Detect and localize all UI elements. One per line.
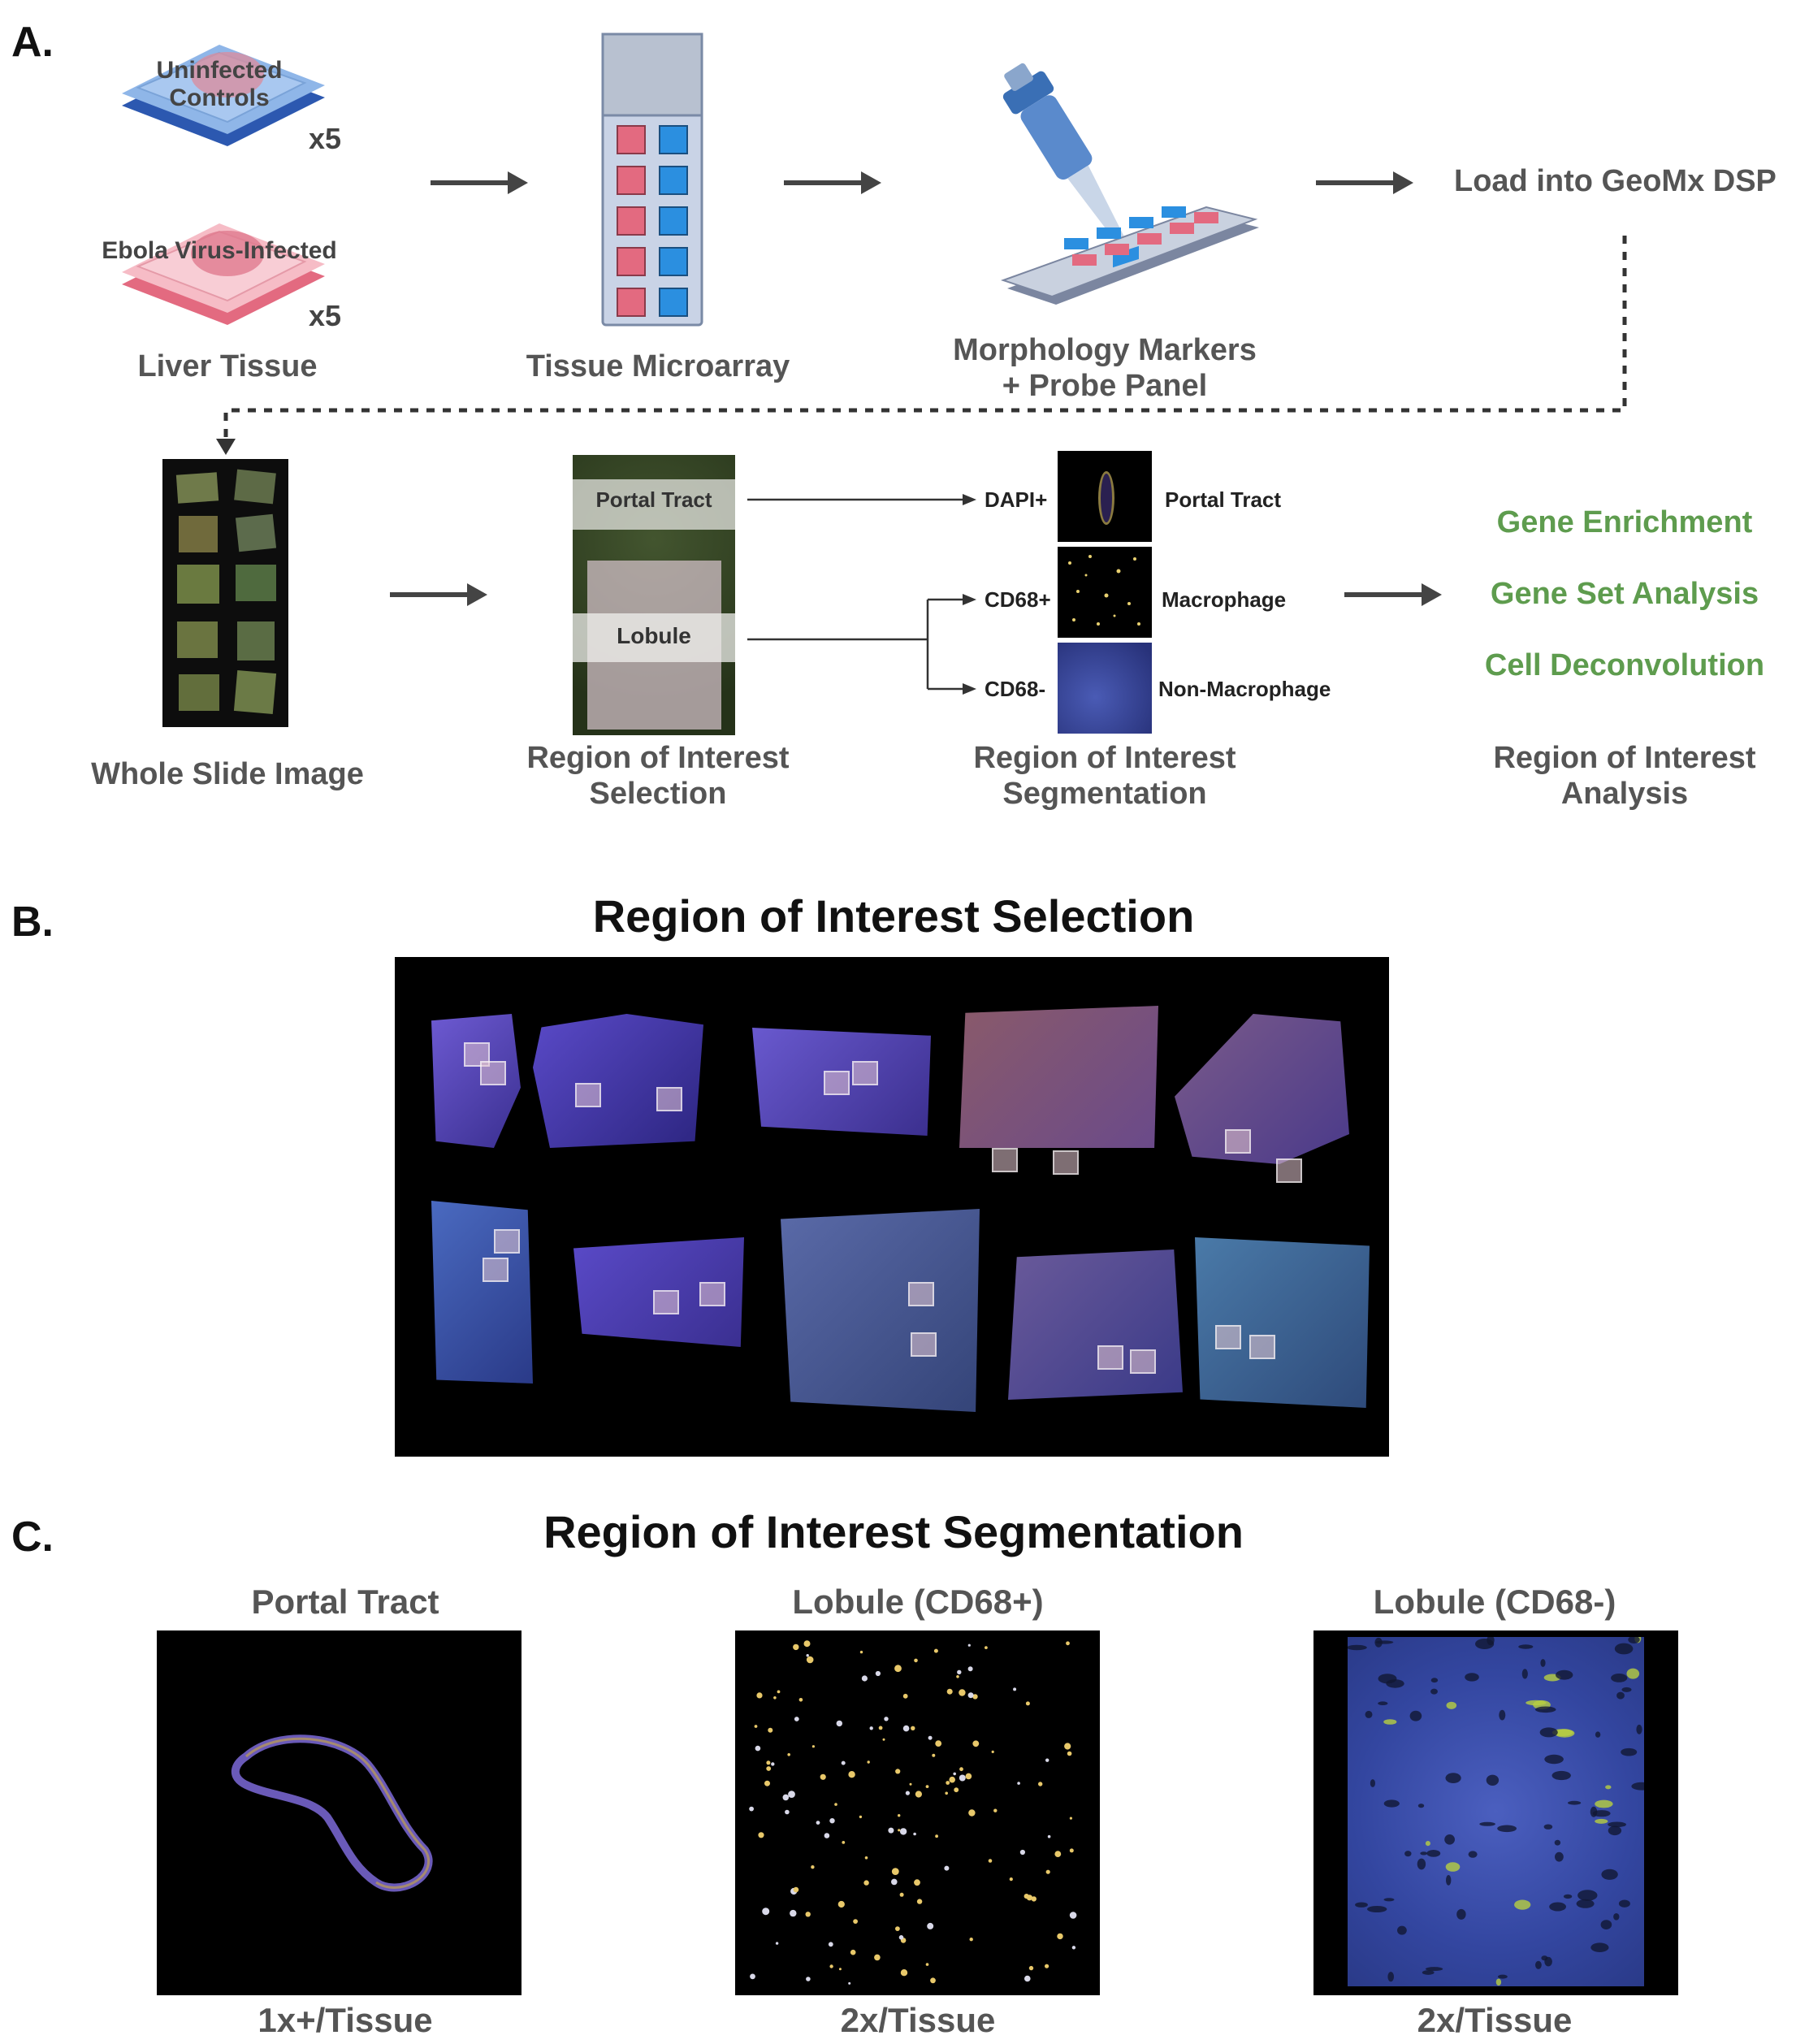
segmentation-connectors	[747, 494, 976, 695]
portal-tract-box-label: Portal Tract	[595, 487, 712, 512]
portal-tract-segmentation-image	[157, 1630, 521, 1995]
roi-selection-label: Region of Interest Selection	[487, 741, 829, 812]
seg-image-caption-portal: 1x+/Tissue	[257, 2001, 433, 2039]
seg-macrophage-label: Macrophage	[1162, 587, 1287, 612]
roi-box	[699, 1282, 725, 1306]
tissue-section	[1175, 1014, 1349, 1164]
seg-image-title-portal: Portal Tract	[251, 1583, 439, 1621]
roi-box	[1130, 1349, 1156, 1374]
roi-analysis-label: Region of Interest Analysis	[1454, 741, 1795, 812]
cd68neg-label: CD68-	[985, 677, 1046, 701]
cd68neg-thumbnail	[1058, 643, 1152, 734]
uninfected-label: Uninfected Controls	[156, 57, 283, 111]
tissue-section	[1195, 1237, 1370, 1408]
morphology-line2: + Probe Panel	[1002, 368, 1208, 403]
roi-box	[480, 1061, 506, 1085]
dotted-connector	[216, 236, 1627, 455]
roi-box	[494, 1229, 520, 1254]
arrow-right-icon	[390, 583, 487, 606]
seg-nonmacrophage-label: Non-Macrophage	[1158, 677, 1331, 701]
tissue-section	[533, 1014, 703, 1148]
panel-b-letter: B.	[11, 899, 54, 946]
cell-deconvolution-label: Cell Deconvolution	[1484, 648, 1765, 682]
tissue-microarray-label: Tissue Microarray	[526, 349, 790, 383]
dapi-thumbnail	[1058, 451, 1152, 542]
arrow-right-icon	[784, 171, 881, 194]
tissue-section	[781, 1209, 980, 1412]
morphology-line1: Morphology Markers	[953, 333, 1257, 367]
roi-box	[1276, 1158, 1302, 1183]
roi-segmentation-line1: Region of Interest	[973, 741, 1236, 775]
tissue-section	[431, 1014, 521, 1148]
roi-selection-line1: Region of Interest	[526, 741, 790, 775]
section-c-title: Region of Interest Segmentation	[543, 1506, 1244, 1557]
roi-box	[992, 1148, 1018, 1172]
roi-box	[852, 1061, 878, 1085]
seg-image-caption-cd68pos: 2x/Tissue	[840, 2001, 996, 2039]
panel-c-letter: C.	[11, 1514, 54, 1561]
arrow-right-icon	[1316, 171, 1413, 194]
roi-box	[1053, 1150, 1079, 1175]
liver-tissue-label: Liver Tissue	[137, 349, 318, 383]
roi-analysis-line2: Analysis	[1560, 776, 1689, 811]
gene-set-label: Gene Set Analysis	[1490, 577, 1759, 611]
roi-segmentation-line2: Segmentation	[1002, 776, 1207, 811]
morphology-label: Morphology Markers + Probe Panel	[926, 333, 1283, 404]
roi-segmentation-label: Region of Interest Segmentation	[926, 741, 1283, 812]
tissue-section	[959, 1006, 1158, 1148]
cd68pos-thumbnail	[1058, 547, 1152, 638]
seg-image-caption-cd68neg: 2x/Tissue	[1417, 2001, 1573, 2039]
lobule-box-label: Lobule	[617, 623, 691, 648]
ebola-count: x5	[309, 299, 342, 332]
tissue-section	[1008, 1249, 1183, 1400]
seg-image-title-cd68neg: Lobule (CD68-)	[1373, 1583, 1616, 1621]
roi-box	[575, 1083, 601, 1107]
roi-box	[656, 1087, 682, 1111]
tissue-microarray-icon	[601, 32, 703, 327]
uninfected-slide-icon	[122, 45, 325, 146]
whole-slide-image	[162, 459, 288, 727]
roi-box	[653, 1290, 679, 1314]
roi-box	[908, 1282, 934, 1306]
arrow-right-icon	[1344, 583, 1442, 606]
whole-slide-label: Whole Slide Image	[91, 757, 364, 791]
roi-box	[1097, 1345, 1123, 1370]
roi-selection-line2: Selection	[589, 776, 727, 811]
uninfected-count: x5	[309, 122, 342, 155]
roi-selection-overview-image	[395, 957, 1389, 1457]
roi-box	[1225, 1129, 1251, 1154]
panel-a-letter: A.	[11, 19, 54, 66]
seg-image-title-cd68pos: Lobule (CD68+)	[792, 1583, 1044, 1621]
cd68neg-segmentation-image	[1313, 1630, 1678, 1995]
cd68pos-label: CD68+	[985, 587, 1051, 612]
tissue-section	[431, 1201, 533, 1384]
gene-enrichment-label: Gene Enrichment	[1496, 505, 1753, 539]
roi-box	[911, 1332, 937, 1357]
seg-portal-label: Portal Tract	[1165, 487, 1282, 512]
dapi-label: DAPI+	[985, 487, 1048, 512]
roi-box	[1249, 1335, 1275, 1359]
ebola-label: Ebola Virus-Infected	[102, 237, 337, 264]
roi-analysis-line1: Region of Interest	[1493, 741, 1756, 775]
arrow-right-icon	[431, 171, 528, 194]
roi-selection-image	[573, 455, 735, 735]
cd68pos-segmentation-image	[735, 1630, 1100, 1995]
ebola-slide-icon	[122, 223, 325, 325]
section-b-title: Region of Interest Selection	[592, 890, 1195, 942]
roi-box	[483, 1258, 509, 1282]
roi-box	[824, 1071, 850, 1095]
load-geomx-label: Load into GeoMx DSP	[1454, 164, 1777, 198]
portal-tract-region	[573, 479, 735, 530]
pipette-slide-icon	[1000, 63, 1259, 305]
roi-box	[1215, 1325, 1241, 1349]
